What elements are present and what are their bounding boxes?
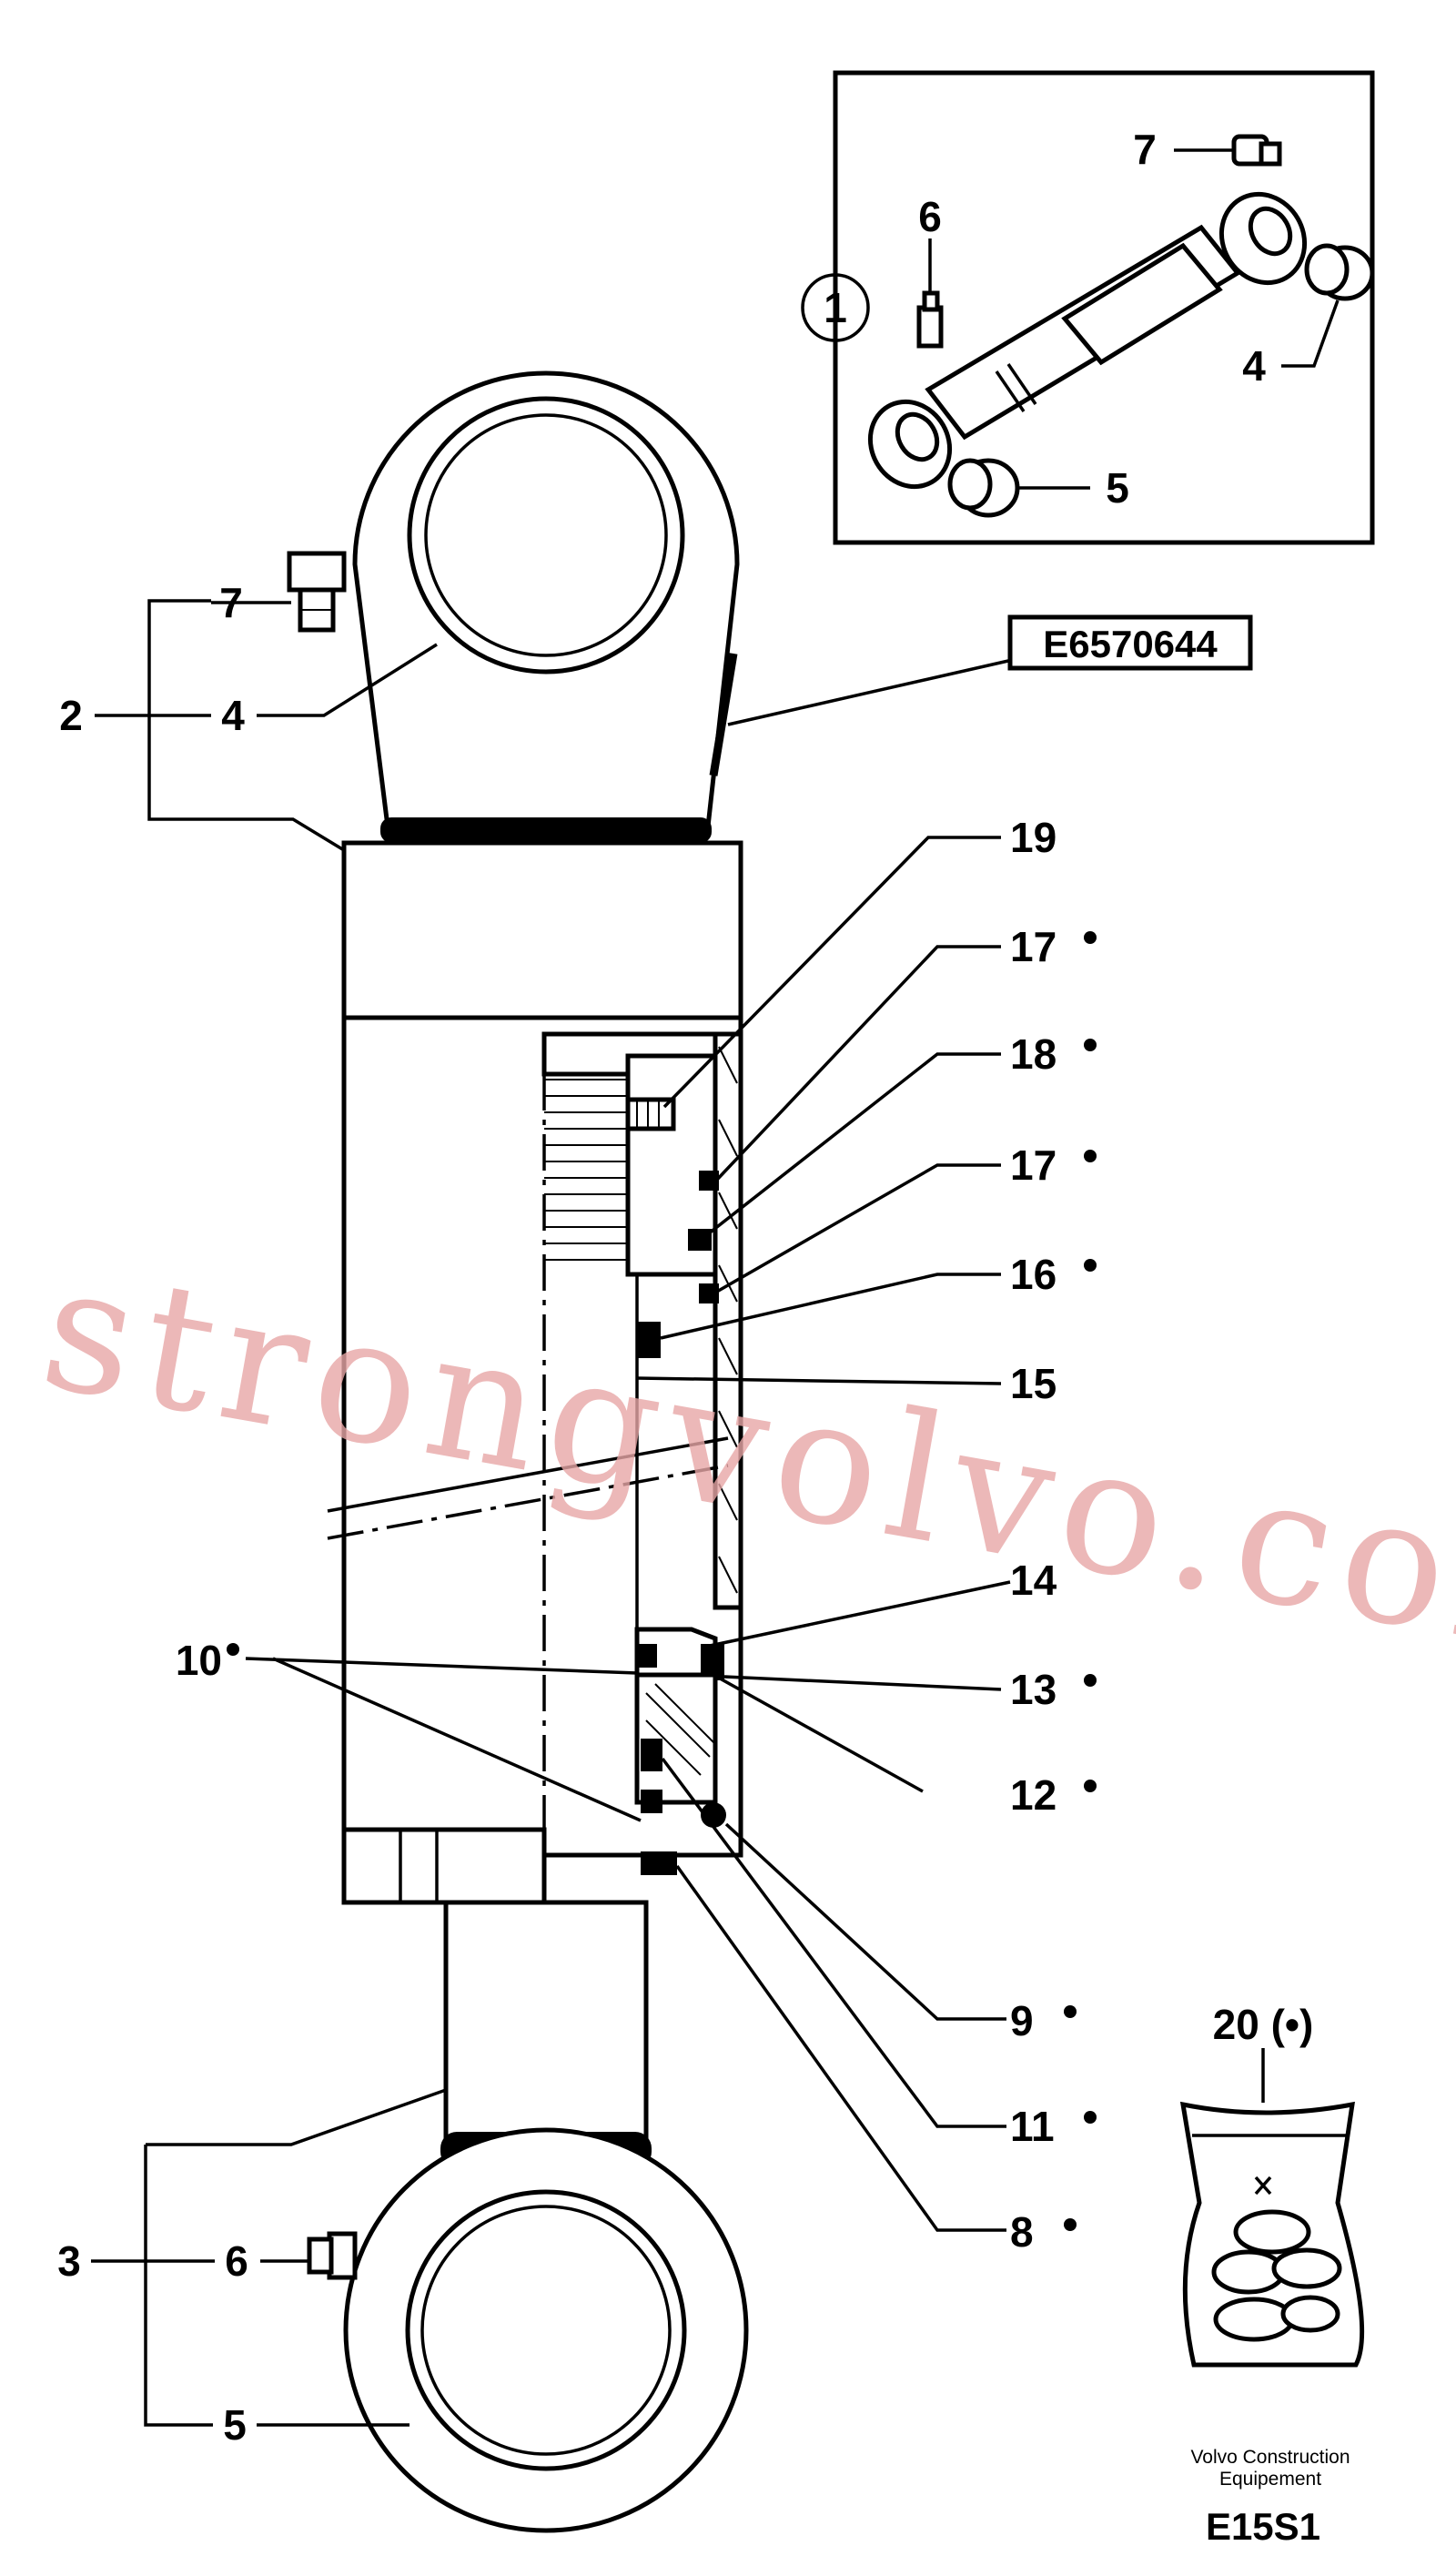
inset-label-6: 6 xyxy=(918,193,942,240)
label-9: 9 xyxy=(1010,1997,1034,2044)
label-5: 5 xyxy=(223,2401,247,2449)
seal-11 xyxy=(641,1739,662,1771)
grease-nipple-7 xyxy=(287,551,347,633)
label-19: 19 xyxy=(1010,814,1057,861)
top-weld-ring xyxy=(380,817,712,843)
seal-17a xyxy=(699,1171,719,1191)
label-4: 4 xyxy=(221,692,245,739)
label-10: 10 xyxy=(176,1637,222,1684)
label-14: 14 xyxy=(1010,1557,1057,1604)
label-11: 11 xyxy=(1010,2103,1055,2150)
label-18: 18 xyxy=(1010,1030,1057,1078)
inset-label-7: 7 xyxy=(1133,126,1157,173)
inset-label-4: 4 xyxy=(1242,342,1266,390)
inset-overview: 1 xyxy=(801,70,1375,545)
seal-16 xyxy=(637,1322,661,1358)
seal-10b xyxy=(641,1790,662,1813)
seal-10a xyxy=(637,1644,657,1668)
piston-rod xyxy=(443,1900,649,2142)
seal-17b xyxy=(699,1283,719,1303)
inset-grease-nipple-6 xyxy=(916,290,944,349)
inset-bushing-4 xyxy=(1304,243,1375,301)
inset-grease-nipple-7 xyxy=(1231,134,1282,167)
callout-labels: 7 2 4 3 6 5 19 17 18 17 16 15 14 13 12 9… xyxy=(57,579,1313,2449)
publisher-block: Volvo Construction Equipement E15S1 xyxy=(1190,2447,1350,2548)
label-8: 8 xyxy=(1010,2208,1034,2256)
o-ring-9 xyxy=(701,1802,726,1828)
inset-bushing-5 xyxy=(947,458,1020,518)
label-13: 13 xyxy=(1010,1666,1057,1713)
label-2: 2 xyxy=(59,692,83,739)
label-7: 7 xyxy=(219,579,243,626)
label-6: 6 xyxy=(225,2237,248,2285)
reference-number-box: E6570644 xyxy=(1007,614,1253,671)
label-3: 3 xyxy=(57,2237,81,2285)
parts-kit-label: 20 (•) xyxy=(1213,2001,1314,2048)
publisher-line1: Volvo Construction xyxy=(1190,2447,1350,2468)
drawing-code: E15S1 xyxy=(1206,2505,1320,2548)
grease-nipple-6 xyxy=(307,2231,358,2280)
label-17b: 17 xyxy=(1010,1141,1057,1189)
parts-kit-bag xyxy=(1179,2101,1365,2368)
inset-callout-number: 1 xyxy=(824,284,847,331)
inset-cylinder xyxy=(867,191,1308,490)
main-cylinder xyxy=(287,370,749,2533)
label-12: 12 xyxy=(1010,1771,1057,1819)
publisher-line2: Equipement xyxy=(1219,2469,1321,2490)
reference-number: E6570644 xyxy=(1043,623,1218,665)
leader-lines xyxy=(91,599,1265,2427)
inset-callout-circle xyxy=(801,273,870,342)
section-hatching xyxy=(544,1079,628,1261)
label-17a: 17 xyxy=(1010,923,1057,970)
label-16: 16 xyxy=(1010,1251,1057,1298)
label-15: 15 xyxy=(1010,1360,1057,1407)
seal-8 xyxy=(641,1851,677,1875)
inset-label-5: 5 xyxy=(1106,464,1129,512)
